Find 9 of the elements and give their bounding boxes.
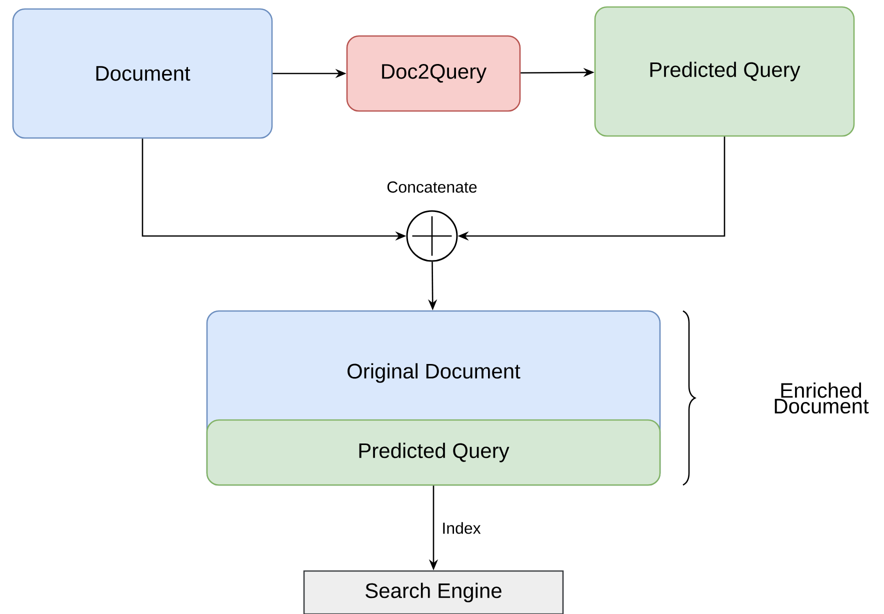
group-label: Enriched Document [774, 382, 869, 414]
query-section: Predicted Query [206, 419, 661, 486]
engine-box: Search Engine [303, 570, 564, 614]
model-box: Doc2Query [346, 35, 521, 112]
edge-label: Index [440, 520, 483, 536]
node-caption: Concatenate [387, 181, 477, 193]
output-box: Predicted Query [594, 6, 855, 137]
process-box: Document [12, 8, 273, 139]
plus-circle [406, 210, 458, 262]
